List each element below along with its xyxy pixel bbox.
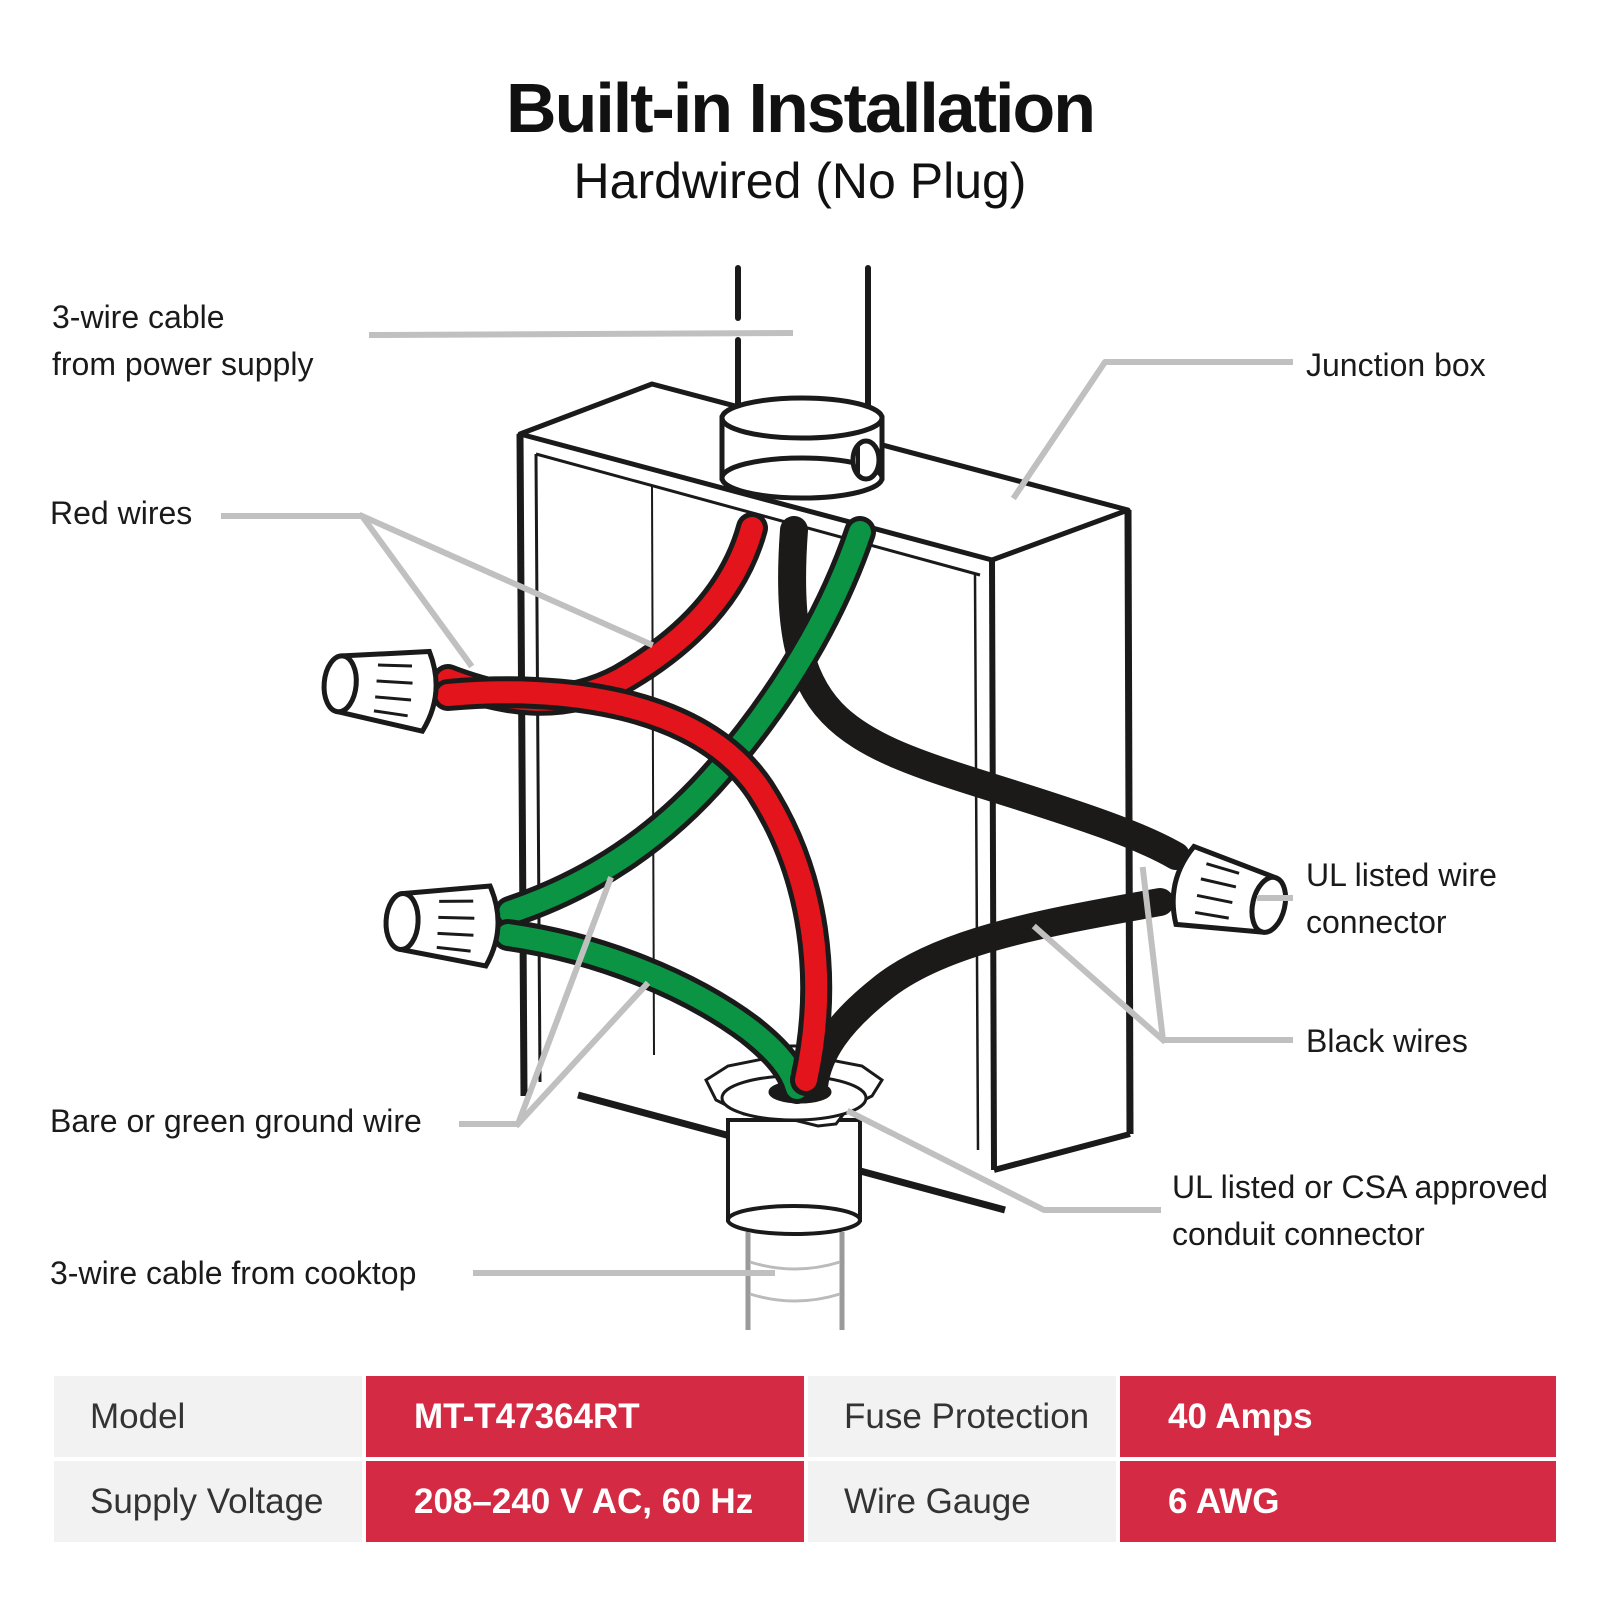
- spec-value-wire-gauge: 6 AWG: [1120, 1461, 1556, 1542]
- spec-key-fuse-protection: Fuse Protection: [808, 1376, 1116, 1457]
- page-subtitle: Hardwired (No Plug): [573, 153, 1027, 209]
- spec-key-wire-gauge: Wire Gauge: [808, 1461, 1116, 1542]
- spec-key-supply-voltage: Supply Voltage: [54, 1461, 362, 1542]
- spec-value-supply-voltage: 208–240 V AC, 60 Hz: [366, 1461, 804, 1542]
- spec-table: Model MT-T47364RT Fuse Protection 40 Amp…: [54, 1376, 1556, 1542]
- label-wire-connector-line1: UL listed wire: [1306, 857, 1497, 893]
- label-ground-wire: Bare or green ground wire: [50, 1103, 422, 1139]
- leader-lines: [221, 329, 1293, 1276]
- top-cable-clamp: [719, 395, 885, 501]
- leader-conduit-connector: [845, 1107, 1161, 1213]
- label-wire-connector: UL listed wire connector: [1306, 852, 1497, 946]
- cooktop-cable: [726, 1118, 862, 1330]
- leader-junction-box: [1010, 359, 1293, 501]
- page-title: Built-in Installation: [506, 69, 1096, 147]
- leader-black-wires-2: [1031, 923, 1168, 1045]
- wire-connector-black: [1170, 843, 1289, 935]
- leader-power-cable: [368, 329, 794, 339]
- leader-red-wires: [221, 513, 475, 669]
- label-junction-box: Junction box: [1306, 347, 1486, 383]
- red-wires: [432, 512, 833, 1096]
- green-wires: [492, 516, 876, 1104]
- wire-connector-green: [383, 883, 501, 969]
- label-wire-connector-line2: connector: [1306, 904, 1447, 940]
- label-cooktop-cable: 3-wire cable from cooktop: [50, 1255, 417, 1291]
- label-black-wires: Black wires: [1306, 1023, 1468, 1059]
- leader-red-wires-2: [358, 512, 654, 648]
- label-conduit-connector-line1: UL listed or CSA approved: [1172, 1169, 1548, 1205]
- label-conduit-connector: UL listed or CSA approved conduit connec…: [1172, 1164, 1548, 1258]
- leader-ground-wire-2: [513, 980, 651, 1129]
- wire-connector-red: [321, 648, 439, 734]
- spec-key-model: Model: [54, 1376, 362, 1457]
- label-power-cable-line2: from power supply: [52, 346, 314, 382]
- spec-value-fuse-protection: 40 Amps: [1120, 1376, 1556, 1457]
- power-supply-cable: [735, 265, 871, 413]
- label-red-wires: Red wires: [50, 495, 193, 531]
- spec-value-model: MT-T47364RT: [366, 1376, 804, 1457]
- label-power-cable-line1: 3-wire cable: [52, 299, 225, 335]
- label-power-cable: 3-wire cable from power supply: [52, 294, 313, 388]
- label-conduit-connector-line2: conduit connector: [1172, 1216, 1425, 1252]
